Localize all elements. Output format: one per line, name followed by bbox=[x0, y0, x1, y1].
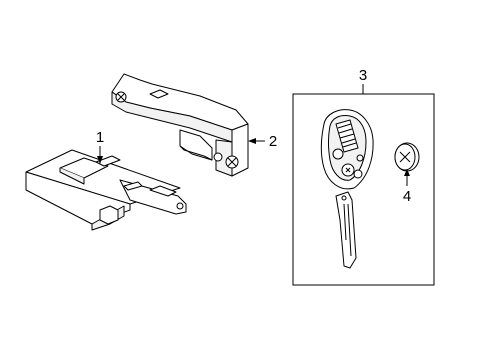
battery-part bbox=[394, 142, 420, 172]
callout-label-1: 1 bbox=[96, 129, 104, 146]
control-unit-part bbox=[25, 149, 187, 231]
callout-label-3: 3 bbox=[359, 67, 367, 84]
callout-arrow-1 bbox=[97, 156, 103, 164]
key-set-box bbox=[292, 93, 435, 286]
bolt-icon bbox=[213, 152, 223, 162]
bolt-icon bbox=[225, 155, 239, 169]
callout-arrow-2 bbox=[248, 138, 256, 144]
callout-label-2: 2 bbox=[269, 133, 277, 150]
key-blade-part bbox=[335, 191, 357, 269]
key-fob-part bbox=[320, 109, 374, 190]
callout-arrow-4 bbox=[404, 169, 410, 176]
mounting-bracket-part bbox=[111, 73, 249, 177]
bolt-icon bbox=[115, 91, 127, 103]
callout-label-4: 4 bbox=[403, 188, 411, 205]
